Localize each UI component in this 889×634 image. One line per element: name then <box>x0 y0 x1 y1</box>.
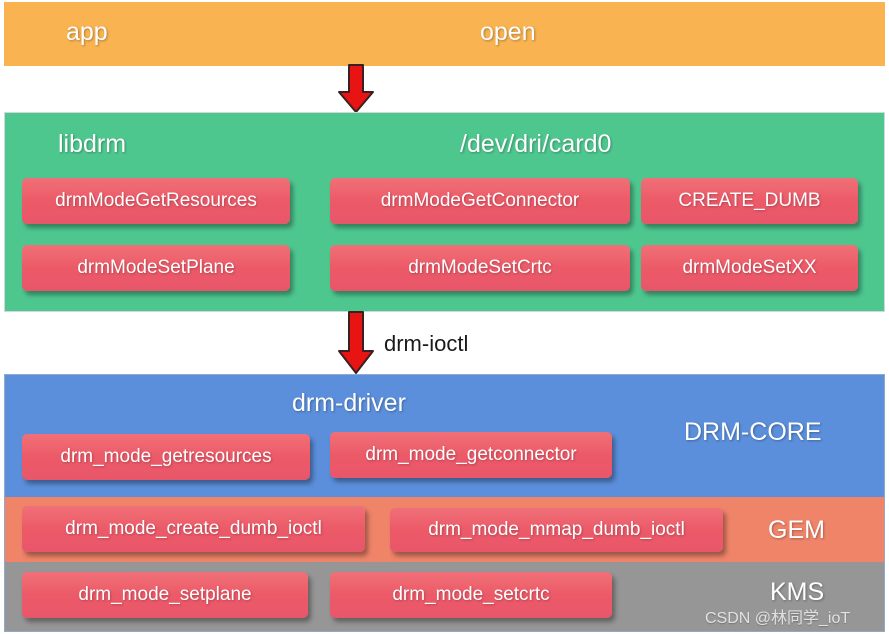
drm-mode-get-resources-box[interactable]: drmModeGetResources <box>22 178 290 224</box>
kms-label: KMS <box>770 578 825 606</box>
drm-mode-getconnector-box[interactable]: drm_mode_getconnector <box>330 432 612 478</box>
drm-mode-setcrtc-box[interactable]: drm_mode_setcrtc <box>330 572 612 618</box>
drm-driver-label: drm-driver <box>292 389 406 417</box>
drm-mode-get-connector-box[interactable]: drmModeGetConnector <box>330 178 630 224</box>
csdn-watermark: CSDN @林同学_ioT <box>705 610 851 627</box>
drm-mode-set-crtc-box[interactable]: drmModeSetCrtc <box>330 245 630 291</box>
drm-mode-set-xx-box[interactable]: drmModeSetXX <box>641 245 858 291</box>
gem-label: GEM <box>768 516 825 544</box>
drm-mode-set-plane-box[interactable]: drmModeSetPlane <box>22 245 290 291</box>
app-layer-band <box>4 2 885 66</box>
drm-mode-setplane-box[interactable]: drm_mode_setplane <box>22 572 308 618</box>
app-to-libdrm-arrow <box>338 64 374 113</box>
drm-core-label: DRM-CORE <box>684 418 822 446</box>
open-label: open <box>480 18 536 46</box>
drm-mode-create-dumb-ioctl-box[interactable]: drm_mode_create_dumb_ioctl <box>22 506 365 552</box>
libdrm-label: libdrm <box>58 130 127 158</box>
app-label: app <box>66 18 108 46</box>
libdrm-to-driver-arrow <box>338 311 374 374</box>
drm-ioctl-label: drm-ioctl <box>384 331 469 356</box>
drm-mode-mmap-dumb-ioctl-box[interactable]: drm_mode_mmap_dumb_ioctl <box>390 508 723 552</box>
device-node-label: /dev/dri/card0 <box>460 130 612 158</box>
create-dumb-box[interactable]: CREATE_DUMB <box>641 178 858 224</box>
drm-mode-getresources-box[interactable]: drm_mode_getresources <box>22 434 310 480</box>
